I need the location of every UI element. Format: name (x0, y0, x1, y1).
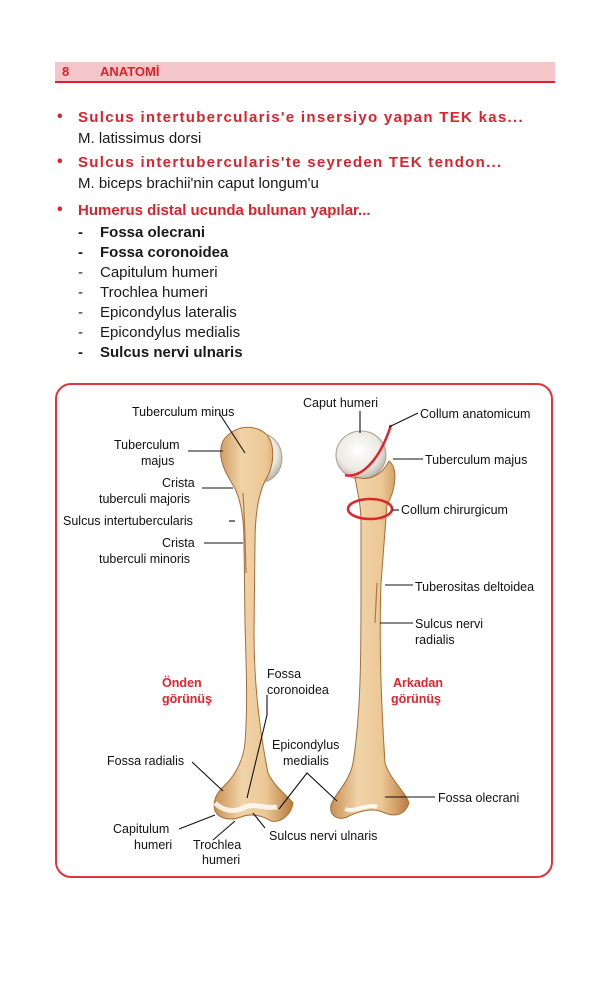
label-tuberculum-majus: Tuberculum majus (425, 453, 527, 467)
posterior-view-label-line1: Arkadan (393, 676, 443, 690)
label-tuberculum-majus-line2: majus (141, 454, 174, 468)
posterior-humerus (330, 424, 410, 819)
label-sulcus-nervi-radialis-line2: radialis (415, 633, 455, 647)
anterior-humerus-shaft (213, 426, 294, 822)
label-collum-anatomicum: Collum anatomicum (420, 407, 530, 421)
label-capitulum-line2: humeri (134, 838, 172, 852)
figure-frame (55, 383, 553, 878)
label-tuberculum-majus-line1: Tuberculum (114, 438, 180, 452)
label-tuberculum-minus: Tuberculum minus (132, 405, 234, 419)
list-item: -Sulcus nervi ulnaris (78, 344, 243, 361)
question-2: Sulcus intertubercularis'te seyreden TEK… (78, 154, 503, 171)
label-epicondylus-medialis-line2: medialis (283, 754, 329, 768)
label-crista-minoris-line1: Crista (162, 536, 195, 550)
anterior-view-label-line1: Önden (162, 675, 202, 690)
posterior-distal-articular-surface (344, 804, 378, 812)
label-trochlea-line1: Trochlea (193, 838, 241, 852)
label-capitulum-line1: Capitulum (113, 822, 169, 836)
bullet-icon: • (57, 201, 63, 218)
anterior-view-label-line2: görünüş (162, 692, 212, 706)
list-item: -Fossa coronoidea (78, 244, 229, 261)
list-item: -Capitulum humeri (78, 264, 218, 281)
label-fossa-coronoidea-line2: coronoidea (267, 683, 329, 697)
collum-chirurgicum-marker (346, 497, 394, 521)
question-1: Sulcus intertubercularis'e insersiyo yap… (78, 109, 524, 126)
label-sulcus-nervi-radialis-line1: Sulcus nervi (415, 617, 483, 631)
posterior-view-label-line2: görünüş (391, 692, 441, 706)
humerus-figure: Tuberculum minus Tuberculum majus Crista… (63, 396, 534, 867)
label-crista-minoris-line2: tuberculi minoris (99, 552, 190, 566)
label-crista-majoris-line2: tuberculi majoris (99, 492, 190, 506)
bullet-icon: • (57, 108, 63, 125)
label-crista-majoris-line1: Crista (162, 476, 195, 490)
label-fossa-olecrani: Fossa olecrani (438, 791, 519, 805)
label-trochlea-line2: humeri (202, 853, 240, 867)
list-item: -Fossa olecrani (78, 224, 206, 241)
chapter-title: ANATOMİ (100, 64, 160, 79)
anterior-humerus (213, 426, 294, 822)
answer-1: M. latissimus dorsi (78, 130, 202, 147)
list-item: -Epicondylus medialis (78, 324, 241, 341)
bullet-icon: • (57, 153, 63, 170)
label-sulcus-intertubercularis: Sulcus intertubercularis (63, 514, 193, 528)
label-fossa-radialis: Fossa radialis (107, 754, 184, 768)
anterior-distal-articular-surface (213, 801, 278, 813)
answer-2: M. biceps brachii'nin caput longum'u (78, 175, 319, 192)
label-fossa-coronoidea-line1: Fossa (267, 667, 301, 681)
label-tuberositas-deltoidea: Tuberositas deltoidea (415, 580, 534, 594)
distal-title: Humerus distal ucunda bulunan yapılar... (78, 202, 371, 219)
label-sulcus-nervi-ulnaris: Sulcus nervi ulnaris (269, 829, 377, 843)
list-item: -Epicondylus lateralis (78, 304, 237, 321)
label-epicondylus-medialis-line1: Epicondylus (272, 738, 339, 752)
chapter-header-bar (55, 62, 555, 83)
collum-anatomicum-marker (344, 424, 393, 477)
posterior-humerus-shaft (330, 460, 410, 819)
leader-lines (178, 411, 435, 841)
page-number: 8 (62, 64, 70, 79)
list-item: -Trochlea humeri (78, 284, 208, 301)
label-collum-chirurgicum: Collum chirurgicum (401, 503, 508, 517)
label-caput-humeri: Caput humeri (303, 396, 378, 410)
